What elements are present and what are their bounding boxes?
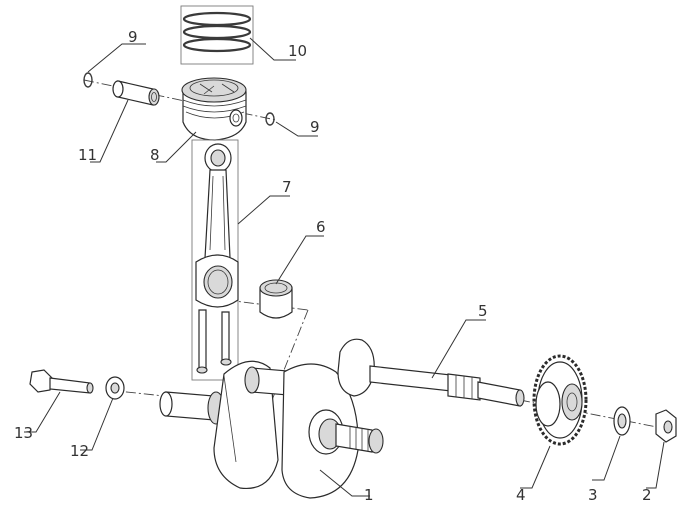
- callout-4: 4: [516, 486, 526, 504]
- callout-10: 10: [288, 42, 307, 60]
- callout-1: 1: [364, 486, 374, 504]
- big-end-bearing: [259, 279, 293, 319]
- washer-left: [105, 376, 125, 400]
- callout-5: 5: [478, 302, 488, 320]
- callout-3: 3: [588, 486, 598, 504]
- callout-9-top: 9: [128, 28, 138, 46]
- washer-right: [613, 406, 631, 436]
- callout-13: 13: [14, 424, 33, 442]
- callout-12: 12: [70, 442, 89, 460]
- callout-8: 8: [150, 146, 160, 164]
- callout-11: 11: [78, 146, 97, 164]
- circlip-left: [83, 72, 93, 88]
- callout-2: 2: [642, 486, 652, 504]
- leader-lines: [24, 37, 665, 497]
- balance-gear: [532, 354, 588, 446]
- piston-pin: [112, 80, 160, 106]
- crankshaft: [159, 360, 384, 499]
- callout-6: 6: [316, 218, 326, 236]
- balance-shaft: [337, 338, 525, 407]
- crank-bolt: [29, 369, 94, 394]
- callout-9-right: 9: [310, 118, 320, 136]
- circlip-right: [265, 112, 275, 126]
- callout-labels: 10 9 9 11 8 7 6 5 1 4 3 2 12 13: [14, 28, 652, 504]
- connecting-rod: [191, 139, 239, 381]
- piston-rings: [180, 5, 254, 65]
- nut: [655, 409, 677, 443]
- callout-7: 7: [282, 178, 292, 196]
- piston: [181, 77, 247, 141]
